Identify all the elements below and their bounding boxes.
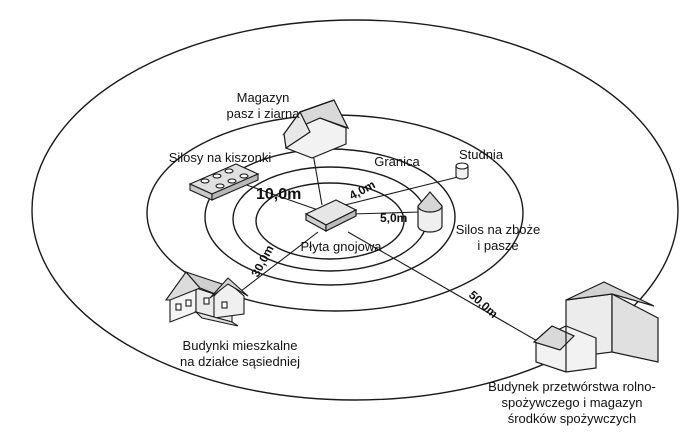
distance-50m: 50,0m <box>466 288 501 321</box>
label-budynek-przetworstwa: Budynek przetwórstwa rolno- spożywczego … <box>472 379 672 427</box>
line-to-studnia <box>344 175 463 206</box>
label-silosy-kiszonki-text: Silosy na kiszonki <box>168 150 272 165</box>
label-magazyn-line1: Magazyn <box>236 90 290 105</box>
label-magazyn: Magazyn pasz i ziarna <box>208 90 318 122</box>
studnia-icon <box>455 162 469 180</box>
label-silos-zboze: Silos na zboże i pasze <box>448 222 548 254</box>
label-studnia-text: Studnia <box>458 147 504 162</box>
label-przetworstwo-line1: Budynek przetwórstwa rolno- <box>488 379 656 394</box>
line-to-silosy <box>237 181 319 211</box>
silosy-kiszonki-icon <box>188 163 260 201</box>
distance-4m: 4,0m <box>347 177 378 202</box>
label-granica-text: Granica <box>374 154 420 169</box>
label-studnia: Studnia <box>446 147 516 163</box>
label-budynki-line2: na działce sąsiedniej <box>180 354 300 369</box>
plyta-gnojowa-icon <box>304 199 358 233</box>
label-silosy-kiszonki: Silosy na kiszonki <box>160 150 280 166</box>
label-plyta-gnojowa-text: Płyta gnojowa <box>300 239 382 254</box>
silos-zboze-icon <box>417 191 443 233</box>
budynek-przetworstwa-icon <box>532 281 659 373</box>
ring-50m <box>31 19 679 401</box>
line-to-silos-zboze <box>351 211 421 215</box>
ring-4m <box>255 182 405 260</box>
label-przetworstwo-line2: spożywczego i magazyn <box>501 395 643 410</box>
magazyn-building-icon <box>282 99 350 159</box>
line-to-budynki <box>231 231 319 299</box>
budynki-mieszkalne-icon <box>164 270 249 327</box>
label-silos-zboze-line2: i pasze <box>477 238 519 253</box>
label-przetworstwo-line3: środków spożywczych <box>507 411 637 426</box>
line-to-przetworstwo <box>347 231 547 347</box>
distance-5m: 5,0m <box>380 211 407 225</box>
label-plyta-gnojowa: Płyta gnojowa <box>286 239 396 255</box>
label-silos-zboze-line1: Silos na zboże <box>455 222 541 237</box>
label-budynki-line1: Budynki mieszkalne <box>182 338 298 353</box>
distance-10m: 10,0m <box>256 186 301 203</box>
label-granica: Granica <box>362 154 432 170</box>
distance-lines <box>231 147 547 347</box>
label-budynki-mieszkalne: Budynki mieszkalne na działce sąsiedniej <box>165 338 315 370</box>
label-magazyn-line2: pasz i ziarna <box>226 106 300 121</box>
